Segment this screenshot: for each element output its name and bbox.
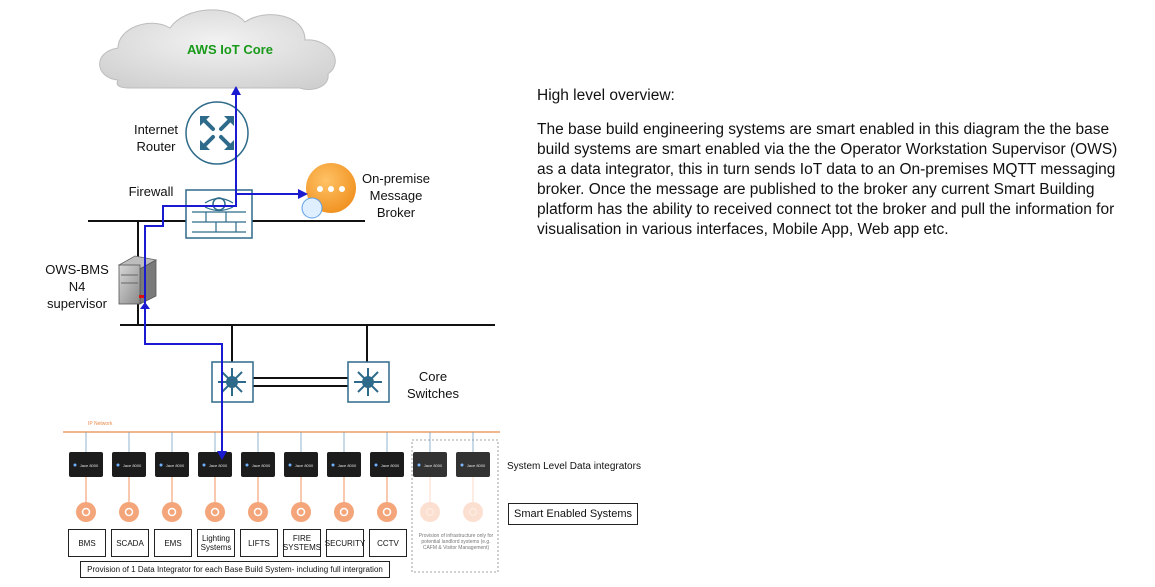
jace-controller-icon: Jace 8000 — [413, 452, 447, 477]
gear-hub — [339, 507, 349, 517]
core-switches-label: Core Switches — [406, 369, 460, 401]
status-led — [73, 463, 77, 467]
jace-controller-icon: Jace 8000 — [198, 452, 232, 477]
jace-controller-icon: Jace 8000 — [69, 452, 103, 477]
status-led — [331, 463, 335, 467]
gear-hub — [468, 507, 478, 517]
ip-network-label: IP Network — [88, 421, 113, 427]
jace-label: Jace 8000 — [80, 463, 99, 468]
system-label: CCTV — [369, 529, 407, 557]
jace-label: Jace 8000 — [338, 463, 357, 468]
broker-label: On-premise Message Broker — [362, 171, 430, 220]
system-label: EMS — [154, 529, 192, 557]
landlord-provision-box — [411, 439, 499, 573]
jace-label: Jace 8000 — [381, 463, 400, 468]
gear-icon — [291, 502, 311, 522]
landlord-note: Provision of infrastructure only for pot… — [418, 533, 494, 551]
router-label: Internet Router — [133, 122, 179, 154]
jace-label: Jace 8000 — [123, 463, 142, 468]
jace-label: Jace 8000 — [252, 463, 271, 468]
status-led — [460, 463, 464, 467]
core-switch-icon — [211, 361, 254, 403]
gear-icon — [76, 502, 96, 522]
gear-icon — [377, 502, 397, 522]
status-led — [116, 463, 120, 467]
gear-icon — [248, 502, 268, 522]
gear-icon — [334, 502, 354, 522]
jace-controller-icon: Jace 8000 — [241, 452, 275, 477]
firewall-label: Firewall — [128, 184, 174, 199]
router-icon — [185, 101, 249, 165]
arrowhead-broker — [298, 189, 308, 199]
jace-controller-icon: Jace 8000 — [456, 452, 490, 477]
jace-controller-icon: Jace 8000 — [284, 452, 318, 477]
gear-hub — [382, 507, 392, 517]
jace-controller-icon: Jace 8000 — [327, 452, 361, 477]
jace-label: Jace 8000 — [166, 463, 185, 468]
data-flow-path — [144, 88, 237, 458]
integrator-row: Jace 8000 Jace 8000 Jace 8000 Jace 8000 Jace… — [69, 432, 490, 522]
jace-controller-icon: Jace 8000 — [370, 452, 404, 477]
message-broker-icon — [301, 163, 356, 219]
gear-hub — [167, 507, 177, 517]
status-led — [288, 463, 292, 467]
status-led — [374, 463, 378, 467]
system-label: Lighting Systems — [197, 529, 235, 557]
core-switch-icon — [347, 361, 390, 403]
network-lines — [88, 220, 495, 387]
system-label: BMS — [68, 529, 106, 557]
gear-icon — [119, 502, 139, 522]
gear-hub — [81, 507, 91, 517]
supervisor-label: OWS-BMS N4 supervisor — [45, 262, 109, 311]
jace-label: Jace 8000 — [209, 463, 228, 468]
system-label: SCADA — [111, 529, 149, 557]
jace-label: Jace 8000 — [467, 463, 486, 468]
aws-cloud: AWS IoT Core — [99, 9, 336, 90]
provision-label: Provision of 1 Data Integrator for each … — [80, 561, 390, 578]
integrators-row-label: System Level Data integrators — [507, 461, 641, 472]
gear-icon — [463, 502, 483, 522]
jace-controller-icon: Jace 8000 — [112, 452, 146, 477]
firewall-icon — [185, 189, 253, 239]
jace-label: Jace 8000 — [295, 463, 314, 468]
system-label: FIRE SYSTEMS — [283, 529, 321, 557]
server-icon — [117, 255, 158, 305]
overview-body: The base build engineering systems are s… — [537, 121, 1118, 238]
gear-hub — [124, 507, 134, 517]
arrowhead-down — [217, 451, 227, 460]
gear-icon — [205, 502, 225, 522]
overview-text-block: High level overview: The base build engi… — [537, 86, 1137, 240]
gear-icon — [420, 502, 440, 522]
status-led — [202, 463, 206, 467]
gear-hub — [210, 507, 220, 517]
status-led — [417, 463, 421, 467]
gear-hub — [296, 507, 306, 517]
gear-hub — [253, 507, 263, 517]
aws-cloud-label: AWS IoT Core — [187, 42, 273, 57]
gear-hub — [425, 507, 435, 517]
overview-heading: High level overview: — [537, 87, 675, 104]
status-led — [245, 463, 249, 467]
jace-label: Jace 8000 — [424, 463, 443, 468]
jace-controller-icon: Jace 8000 — [155, 452, 189, 477]
status-led — [159, 463, 163, 467]
arrowhead-server — [140, 302, 150, 309]
system-label: SECURITY — [325, 529, 365, 557]
arrowhead-up — [231, 86, 241, 95]
system-label: LIFTS — [240, 529, 278, 557]
gear-icon — [162, 502, 182, 522]
smart-enabled-label: Smart Enabled Systems — [508, 503, 638, 525]
